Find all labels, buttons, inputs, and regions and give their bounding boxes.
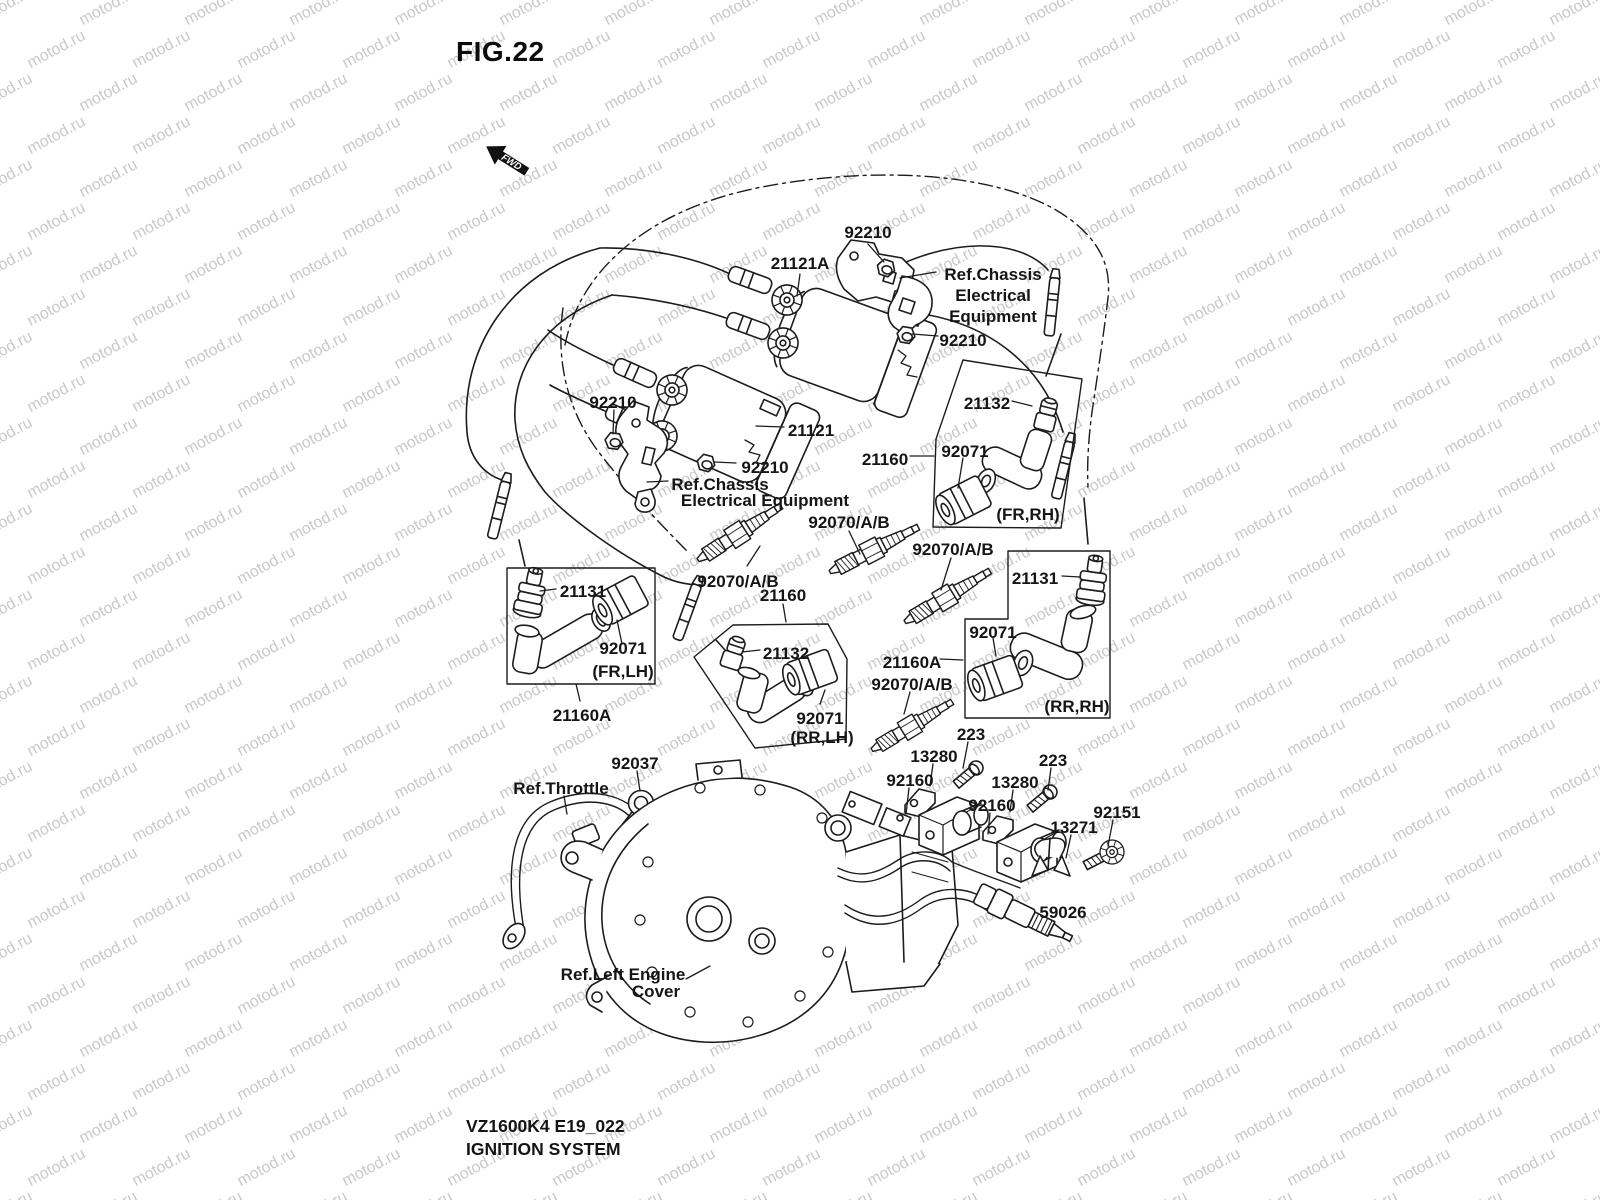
plug-cap-box-fr-lh (506, 564, 656, 685)
fwd-arrow-icon: FWD (486, 146, 530, 176)
ignition-coil-upper (725, 239, 938, 419)
chassis-boundary-dashline (560, 174, 1110, 553)
pickup-wiring (837, 851, 1074, 943)
spark-plugs (691, 496, 997, 760)
figure-title: FIG.22 (456, 36, 545, 67)
plug-cap-box-rr-rh (963, 550, 1111, 719)
footer-model-code: VZ1600K4 E19_022 (466, 1116, 625, 1136)
plug-cap-box-fr-rh (930, 359, 1083, 530)
wire-clamp-13271 (1031, 837, 1071, 877)
screw-92151 (1082, 835, 1129, 871)
connector-59026 (973, 883, 1074, 943)
left-engine-cover (560, 759, 959, 1044)
plug-cap-box-rr-lh (693, 623, 848, 749)
leader-lines (539, 243, 1114, 980)
pickup-bracket-1 (904, 788, 989, 856)
footer-system-name: IGNITION SYSTEM (466, 1139, 621, 1159)
